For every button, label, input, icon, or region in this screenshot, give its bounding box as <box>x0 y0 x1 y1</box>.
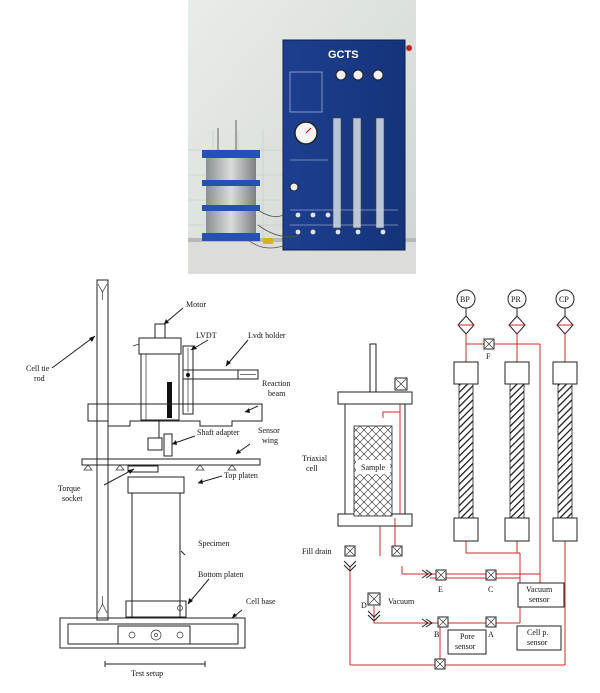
apparatus-photo: GCTS <box>188 0 416 274</box>
label-cell-base: Cell base <box>246 597 276 606</box>
label-pore-sensor-1: Pore <box>460 632 475 641</box>
label-rod: rod <box>34 374 45 383</box>
label-d: D <box>361 601 367 610</box>
label-a: A <box>488 630 494 639</box>
diagram-caption: Test setup <box>131 669 163 678</box>
label-bp: BP <box>460 295 470 304</box>
label-bottom-platen: Bottom platen <box>198 570 244 579</box>
label-c: C <box>488 585 493 594</box>
label-lvdt: LVDT <box>196 331 217 340</box>
schematic-drawings: Motor LVDT Lvdt holder Cell tie rod Reac… <box>26 279 578 678</box>
label-sample: Sample <box>361 463 385 472</box>
label-torque: Torque <box>58 484 81 493</box>
label-pore-sensor-2: sensor <box>455 642 476 651</box>
brand-label: GCTS <box>328 49 359 61</box>
label-beam: beam <box>268 389 286 398</box>
label-sensor: Sensor <box>258 426 280 435</box>
label-lvdt-holder: Lvdt holder <box>248 331 286 340</box>
label-e: E <box>438 585 443 594</box>
label-cp: CP <box>559 295 569 304</box>
label-triaxial: Triaxial <box>302 454 328 463</box>
label-cell-tie: Cell tie <box>26 364 50 373</box>
label-b: B <box>434 630 439 639</box>
label-reaction: Reaction <box>262 379 290 388</box>
label-cell: cell <box>306 464 318 473</box>
label-vacuum-sensor-2: sensor <box>529 595 550 604</box>
label-cell-p-sensor-2: sensor <box>527 638 548 647</box>
label-f: F <box>486 352 491 361</box>
label-motor: Motor <box>186 300 206 309</box>
label-vacuum: Vacuum <box>388 597 415 606</box>
test-setup-diagram: Motor LVDT Lvdt holder Cell tie rod Reac… <box>26 279 290 678</box>
label-fill-drain: Fill drain <box>302 547 332 556</box>
label-vacuum-sensor-1: Vacuum <box>526 585 553 594</box>
label-specimen: Specimen <box>198 539 230 548</box>
label-pr: PR <box>511 295 521 304</box>
label-cell-p-sensor-1: Cell p. <box>527 628 548 637</box>
label-shaft-adapter: Shaft adapter <box>197 428 240 437</box>
label-wing: wing <box>262 436 278 445</box>
triaxial-circuit-diagram: BP PR CP F Triaxial cell Sample Fill dra… <box>302 289 578 670</box>
label-top-platen: Top platen <box>224 471 258 480</box>
label-socket: socket <box>62 494 83 503</box>
